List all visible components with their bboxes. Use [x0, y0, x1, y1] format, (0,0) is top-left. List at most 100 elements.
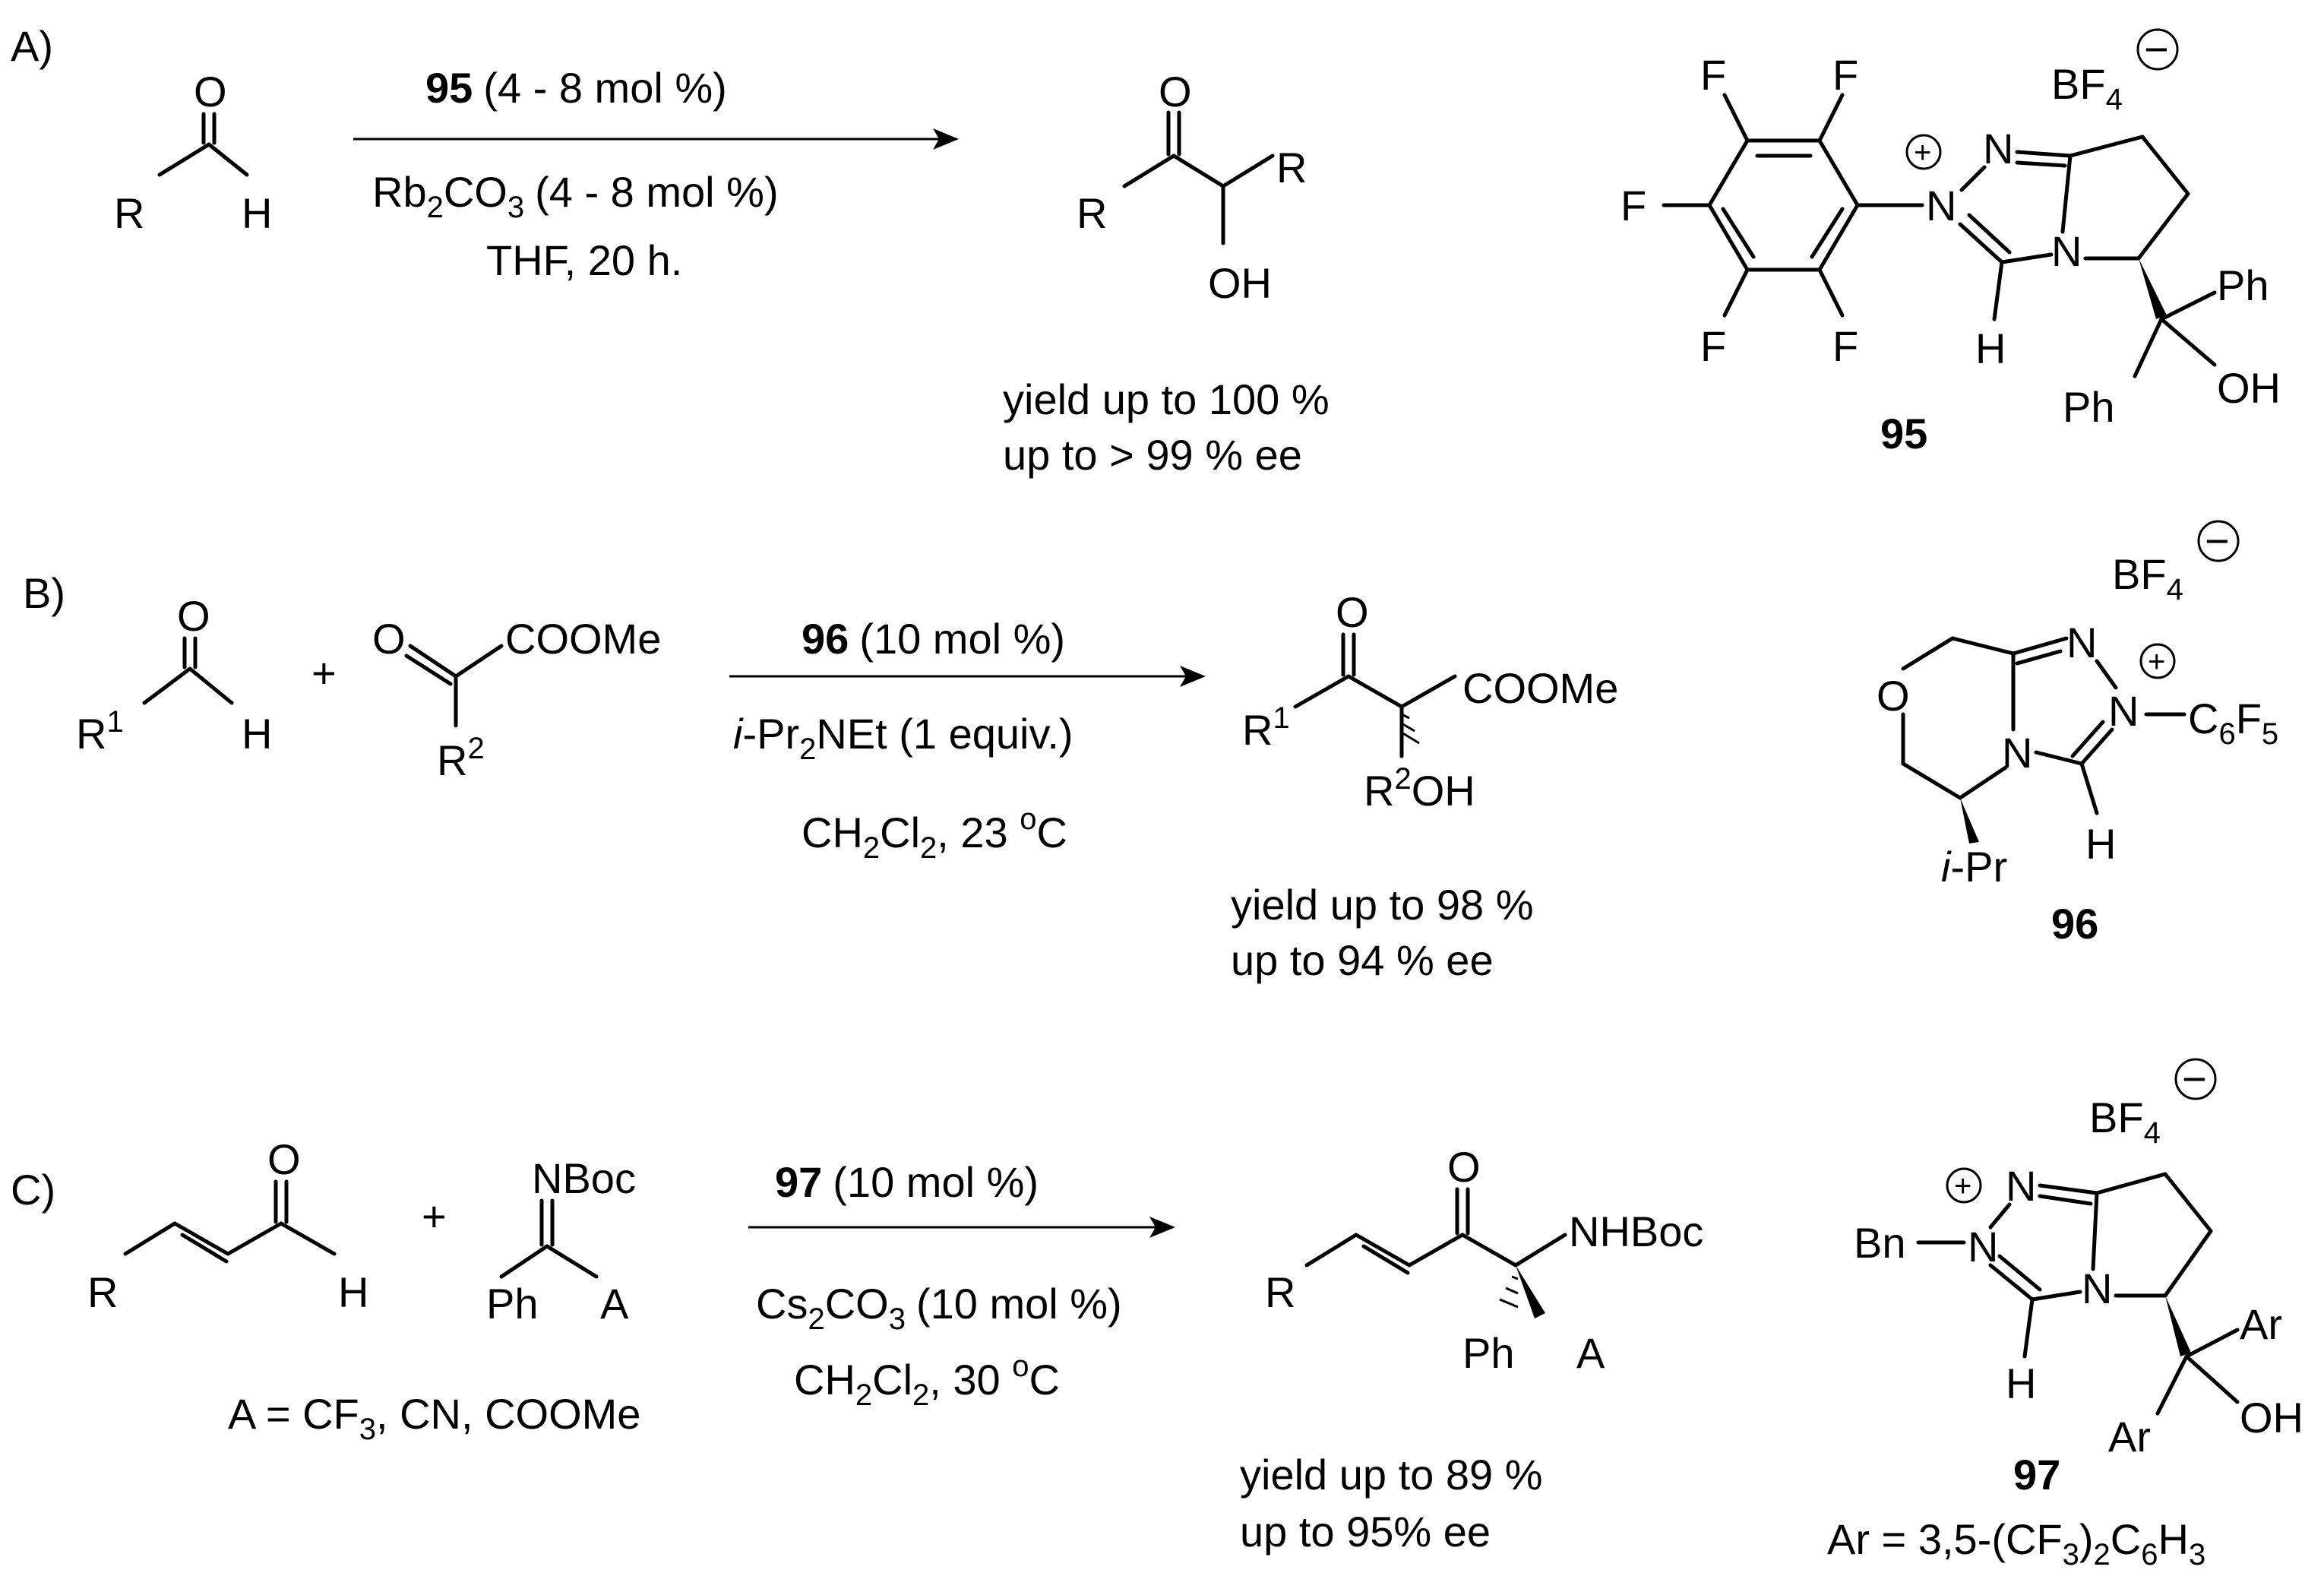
f-atom-5: F	[1832, 322, 1858, 370]
counterion-97: BF4	[2089, 1094, 2161, 1150]
ketoester-coome: COOMe	[505, 615, 661, 663]
imine-nboc: NBoc	[532, 1154, 636, 1202]
catalyst-97-label: 97	[2013, 1451, 2060, 1499]
product-a-oh: OH	[1208, 259, 1272, 307]
c6f5-group: C6F5	[2188, 695, 2278, 751]
product-c-ph: Ph	[1462, 1329, 1515, 1377]
catalyst-96-structure: BF4 − O N N N + H C6F5 i-P	[1877, 517, 2278, 948]
oh-group-97: OH	[2240, 1394, 2303, 1442]
n-atom-2: N	[1983, 125, 2013, 172]
n-atom-96-b: N	[2108, 687, 2139, 735]
aldehyde-h: H	[242, 189, 272, 237]
panel-b-ee: up to 94 % ee	[1231, 936, 1494, 984]
panel-b-solvent: CH2Cl2, 23 oC	[802, 802, 1067, 865]
panel-c-label: C)	[11, 1166, 55, 1214]
n-atom-97-a: N	[1968, 1223, 1998, 1271]
panel-b-label: B)	[23, 569, 65, 617]
panel-a-ee: up to > 99 % ee	[1003, 431, 1302, 479]
panel-c-imine: NBoc Ph A	[486, 1154, 636, 1328]
anion-charge-96: −	[2205, 517, 2230, 565]
catalyst-96-label: 96	[2051, 900, 2098, 948]
ipr-group: i-Pr	[1941, 843, 2007, 891]
anion-charge-95: −	[2144, 25, 2169, 73]
panel-c-catalyst: 97(10 mol %)	[775, 1158, 1039, 1206]
product-b-coome: COOMe	[1462, 664, 1618, 712]
counterion-95: BF4	[2051, 60, 2123, 116]
cation-charge-97: +	[1954, 1169, 1971, 1203]
panel-b-plus: +	[311, 649, 337, 697]
enal-h: H	[338, 1268, 368, 1316]
panel-b-yield: yield up to 98 %	[1231, 881, 1533, 929]
n-atom-96-a: N	[2066, 619, 2097, 666]
aldehyde-r: R	[114, 189, 144, 237]
product-b-o: O	[1336, 588, 1369, 636]
f-atom-1: F	[1700, 51, 1726, 99]
panel-c-arrowhead	[1149, 1217, 1175, 1238]
product-c-nhboc: NHBoc	[1569, 1207, 1703, 1255]
ketoester-r2: R2	[437, 732, 485, 784]
bn-group: Bn	[1854, 1219, 1906, 1267]
enal-r: R	[87, 1268, 118, 1316]
f-atom-4: F	[1700, 322, 1726, 370]
product-c-a: A	[1576, 1329, 1605, 1377]
panel-a-arrowhead	[933, 128, 959, 150]
enal-o: O	[267, 1135, 301, 1183]
ar-group-2: Ar	[2108, 1413, 2151, 1461]
catalyst-95-structure: F F F F F N N N + H	[1620, 25, 2281, 457]
n-atom-1: N	[1926, 182, 1956, 229]
panel-c: C) R O H + NBoc Ph A A = CF3, CN, COOMe	[11, 1055, 2303, 1571]
h-atom-95: H	[1975, 324, 2006, 372]
f-atom-2: F	[1832, 51, 1858, 99]
panel-a-yield: yield up to 100 %	[1003, 375, 1330, 423]
product-a-r-left: R	[1077, 189, 1107, 237]
f-atom-3: F	[1620, 182, 1646, 229]
catalyst-95-label: 95	[1880, 410, 1927, 457]
product-a-o: O	[1159, 68, 1192, 116]
n-atom-97-c: N	[2082, 1264, 2112, 1312]
panel-c-definition: A = CF3, CN, COOMe	[228, 1390, 640, 1446]
h-atom-96: H	[2085, 820, 2116, 868]
n-atom-3: N	[2051, 227, 2082, 275]
panel-b-aldehyde: O R1 H	[76, 592, 272, 758]
counterion-96: BF4	[2112, 550, 2183, 606]
product-c-o: O	[1447, 1143, 1481, 1191]
aldehyde-b-h: H	[242, 710, 272, 758]
panel-c-yield: yield up to 89 %	[1240, 1451, 1542, 1499]
imine-ph: Ph	[486, 1280, 539, 1328]
panel-a: A) O R H 95(4 - 8 mol %) Rb2CO3(4 - 8 mo…	[11, 22, 2281, 479]
panel-b-base: i-Pr2NEt (1 equiv.)	[733, 710, 1073, 766]
panel-a-catalyst: 95(4 - 8 mol %)	[425, 64, 727, 112]
product-a-r-right: R	[1276, 144, 1307, 191]
panel-a-base: Rb2CO3(4 - 8 mol %)	[372, 168, 779, 224]
anion-charge-97: −	[2182, 1055, 2207, 1103]
panel-c-product: R O NHBoc Ph A	[1265, 1143, 1703, 1377]
catalyst-97-structure: BF4 − Bn N N N + H	[1827, 1055, 2303, 1571]
ph-group-2: Ph	[2063, 383, 2115, 431]
panel-a-product: O R R OH	[1077, 68, 1307, 307]
panel-a-label: A)	[11, 22, 53, 70]
n-atom-96-c: N	[2002, 729, 2032, 777]
aldehyde-b-o: O	[177, 592, 210, 640]
ketoester-o: O	[372, 615, 406, 663]
product-b-r1: R1	[1242, 701, 1290, 754]
panel-b-catalyst: 96(10 mol %)	[802, 615, 1065, 663]
ar-group-1: Ar	[2240, 1300, 2282, 1348]
panel-b-arrowhead	[1180, 666, 1206, 687]
aldehyde-b-r: R1	[76, 705, 124, 758]
product-c-r: R	[1265, 1268, 1295, 1316]
ph-group-1: Ph	[2217, 261, 2269, 309]
panel-c-base: Cs2CO3(10 mol %)	[756, 1280, 1122, 1336]
panel-b-product: O R1 COOMe R2OH	[1242, 588, 1618, 815]
imine-a: A	[600, 1280, 629, 1328]
cation-charge-96: +	[2148, 645, 2165, 679]
cation-charge-95: +	[1914, 136, 1931, 169]
panel-b-ketoester: O COOMe R2	[372, 615, 661, 784]
panel-c-solvent: CH2Cl2, 30 oC	[794, 1350, 1060, 1412]
product-b-r2oh: R2OH	[1364, 762, 1475, 815]
n-atom-97-b: N	[2006, 1162, 2036, 1210]
panel-b: B) O R1 H + O COOMe R2 96(10 mol %) i-Pr…	[23, 517, 2278, 984]
panel-c-ee: up to 95% ee	[1240, 1508, 1491, 1556]
panel-c-enal: R O H	[87, 1135, 368, 1316]
oh-group-95: OH	[2217, 364, 2281, 412]
